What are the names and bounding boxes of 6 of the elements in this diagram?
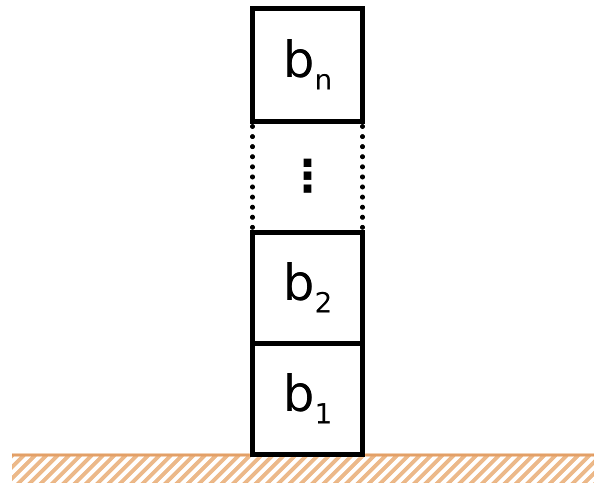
block-label: b$_{n}$	[282, 35, 332, 95]
dotted-stack-gap	[250, 124, 365, 230]
block-box	[250, 6, 365, 124]
block-label: b$_{2}$	[282, 258, 332, 318]
block-label: b$_{1}$	[282, 369, 332, 429]
ellipsis: ⋮	[286, 155, 330, 199]
